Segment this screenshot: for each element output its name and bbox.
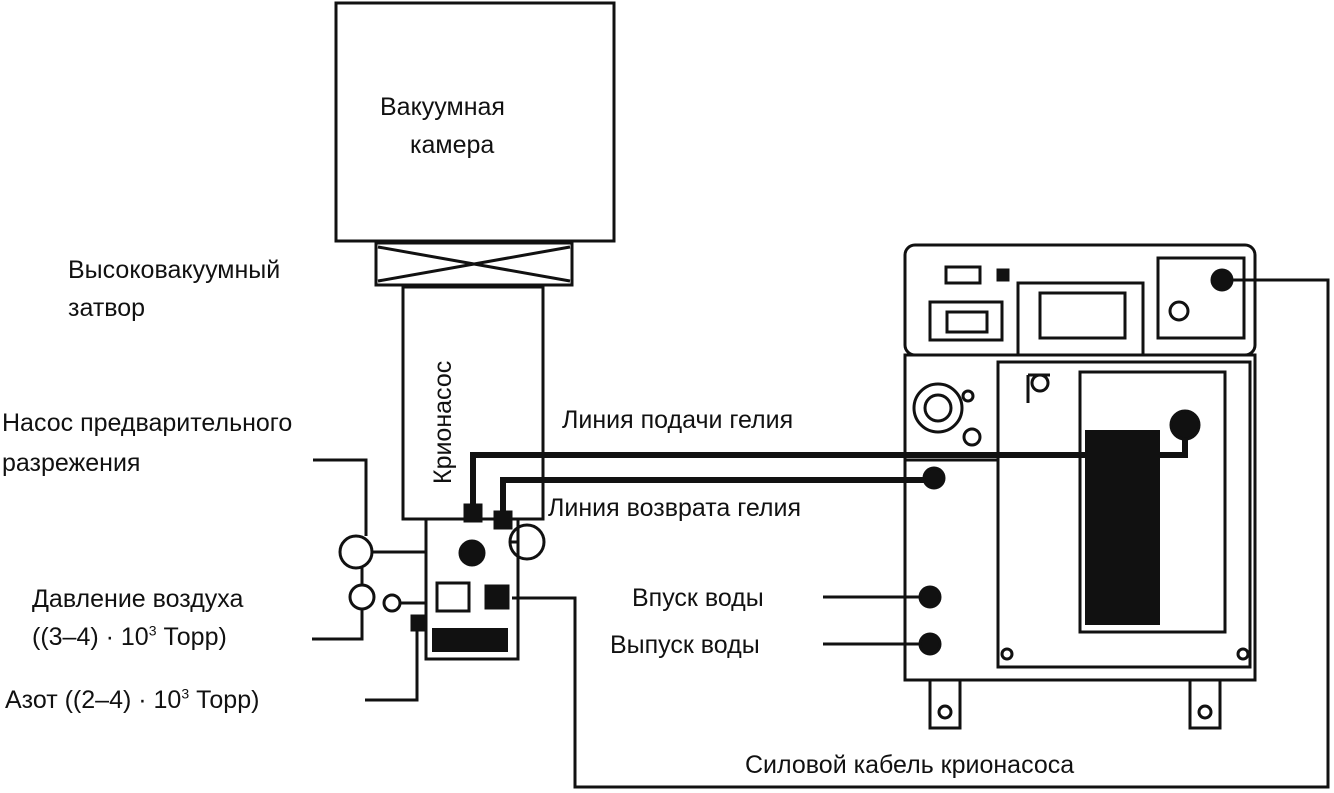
helium-return-line	[493, 477, 924, 530]
vacuum-chamber	[334, 1, 616, 243]
air-pressure-value: ((3–4) · 103 Торр)	[32, 622, 227, 651]
gate-valve-label: Высоковакуумный	[68, 256, 281, 284]
cryopump-base-assembly	[424, 517, 546, 661]
connector-ports	[918, 268, 1234, 656]
chamber-label: Вакуумная	[380, 93, 505, 121]
helium-supply-label: Линия подачи гелия	[562, 406, 794, 434]
roughing-pump-label: Насос предварительного	[2, 409, 293, 437]
roughing-pump-leader	[313, 458, 368, 536]
water-in-label: Впуск воды	[632, 584, 764, 612]
air-pressure-label: Давление воздуха	[32, 585, 244, 613]
nitrogen-leader	[365, 630, 419, 702]
chamber-label: камера	[410, 131, 495, 159]
water-out-label: Выпуск воды	[610, 631, 760, 659]
roughing-pump-label: разрежения	[2, 449, 141, 477]
power-cable-label: Силовой кабель крионасоса	[745, 751, 1075, 779]
roughing-valve	[338, 534, 428, 632]
gate-valve	[374, 241, 574, 287]
helium-supply-line	[463, 438, 1188, 523]
power-cable	[512, 278, 1330, 789]
air-pressure-leader	[312, 609, 364, 641]
cryopump-label: Крионасос	[429, 360, 457, 484]
compressor-unit	[903, 243, 1257, 730]
gate-valve-label: затвор	[68, 294, 146, 322]
helium-return-label: Линия возврата гелия	[548, 494, 802, 522]
nitrogen-label: Азот ((2–4) · 103 Торр)	[5, 685, 260, 714]
